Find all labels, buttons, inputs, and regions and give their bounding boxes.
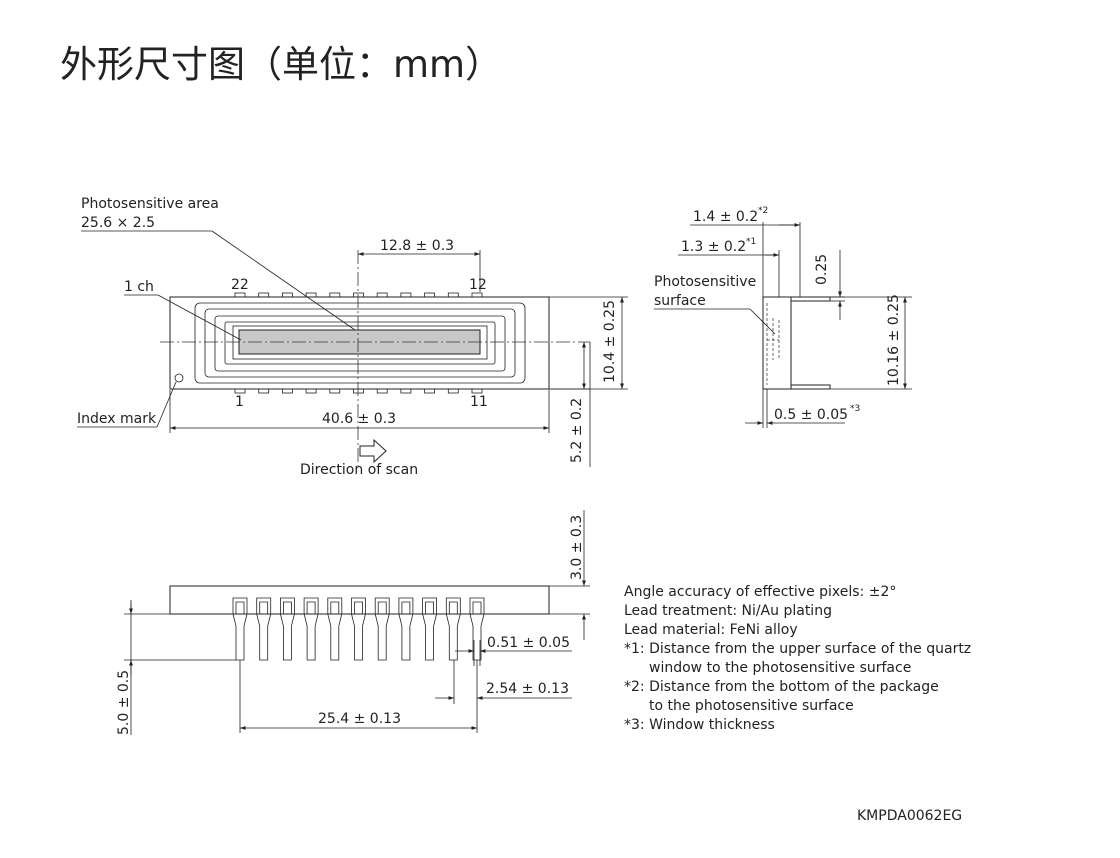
- dim-width-text: 10.4 ± 0.25: [602, 300, 618, 383]
- bottom-pin: [281, 388, 293, 394]
- dim-1-3-note: *1: [746, 237, 756, 247]
- bottom-pin: [424, 388, 436, 394]
- note-line-7: to the photosensitive surface: [649, 698, 854, 714]
- note-line-8: *3: Window thickness: [624, 717, 775, 733]
- top-pin: [281, 292, 293, 298]
- note-line-5: window to the photosensitive surface: [649, 660, 911, 676]
- dim-1-4-note: *2: [758, 206, 768, 216]
- top-pin: [424, 292, 436, 298]
- dim-pitch-text: 2.54 ± 0.13: [486, 681, 569, 697]
- bottom-pin: [258, 388, 270, 394]
- top-pin: [258, 292, 270, 298]
- note-line-1: Angle accuracy of effective pixels: ±2°: [624, 584, 896, 600]
- window-frame-4: [224, 321, 496, 365]
- top-pin: [471, 292, 483, 298]
- front-lead: [422, 597, 437, 661]
- note-line-3: Lead material: FeNi alloy: [624, 622, 798, 638]
- dim-1-4-text: 1.4 ± 0.2: [693, 209, 758, 225]
- window-frame-outer: [194, 302, 526, 384]
- bottom-pin: [471, 388, 483, 394]
- front-lead: [327, 597, 343, 661]
- front-lead: [256, 597, 272, 661]
- front-lead: [351, 597, 366, 661]
- dim-lead-width-text: 0.51 ± 0.05: [487, 635, 570, 651]
- ch1-leader-2: [157, 294, 242, 341]
- bottom-pin: [447, 388, 459, 394]
- top-pin: [400, 292, 412, 298]
- photosensitive-area-size: 25.6 × 2.5: [81, 215, 155, 231]
- direction-of-scan-arrow: [359, 438, 387, 464]
- side-lead-bottom: [791, 384, 831, 390]
- top-pins-upper: [234, 292, 483, 298]
- top-pin: [234, 292, 246, 298]
- top-view: Photosensitive area 25.6 × 2.5 1 ch 22 1…: [77, 196, 628, 478]
- direction-of-scan-label: Direction of scan: [300, 462, 418, 478]
- photosensitive-surface-leader-2: [749, 308, 776, 335]
- bottom-pin: [305, 388, 317, 394]
- drawing-code: KMPDA0062EG: [857, 808, 962, 824]
- dim-window-note: *3: [850, 404, 860, 414]
- side-package-body: [762, 296, 792, 390]
- note-line-4: *1: Distance from the upper surface of t…: [624, 641, 971, 657]
- dim-thickness-text: 3.0 ± 0.3: [569, 515, 585, 580]
- top-pin: [376, 292, 388, 298]
- dim-window-text: 0.5 ± 0.05: [774, 407, 848, 423]
- bottom-pin: [376, 388, 388, 394]
- note-line-6: *2: Distance from the bottom of the pack…: [624, 679, 939, 695]
- bottom-pin: [353, 388, 364, 394]
- pin-1-label: 1: [235, 394, 244, 410]
- note-line-2: Lead treatment: Ni/Au plating: [624, 603, 832, 619]
- photosensitive-area-label: Photosensitive area: [81, 196, 219, 212]
- front-lead: [280, 597, 295, 661]
- dim-lead-length-text: 5.0 ± 0.5: [116, 670, 132, 735]
- front-view: 3.0 ± 0.3 0.51 ± 0.05 2.54 ± 0.13 25.4 ±…: [116, 510, 590, 735]
- dim-center-text: 12.8 ± 0.3: [380, 238, 454, 254]
- index-mark-leader-2: [156, 381, 177, 428]
- top-pin: [447, 292, 459, 298]
- dim-length-text: 40.6 ± 0.3: [322, 411, 396, 427]
- bottom-pin: [234, 388, 246, 394]
- dim-height-text: 10.16 ± 0.25: [886, 294, 902, 386]
- photosensitive-surface-label-1: Photosensitive: [654, 274, 756, 290]
- front-lead: [232, 597, 248, 661]
- pin-12-label: 12: [469, 277, 487, 293]
- photosensitive-surface-label-2: surface: [654, 293, 706, 309]
- package-body: [169, 296, 550, 390]
- front-leads: [232, 597, 485, 661]
- bottom-pin: [329, 388, 341, 394]
- photosensitive-area-leader-2: [211, 230, 356, 331]
- top-pins-lower: [234, 388, 483, 394]
- side-view: Photosensitive surface 1.4 ± 0.2 *2 1.3 …: [654, 206, 912, 428]
- side-lead-top: [791, 296, 831, 302]
- dim-center-y-text: 5.2 ± 0.2: [569, 398, 585, 463]
- top-pin: [353, 292, 364, 298]
- window-frame-2: [204, 308, 516, 378]
- dim-1-3-text: 1.3 ± 0.2: [681, 239, 746, 255]
- top-pin: [329, 292, 341, 298]
- bottom-pin: [400, 388, 412, 394]
- dim-0-25-text: 0.25: [814, 254, 830, 285]
- window-frame-5: [232, 325, 488, 360]
- front-lead: [303, 597, 319, 661]
- ch1-label: 1 ch: [124, 279, 154, 295]
- pin-11-label: 11: [470, 394, 488, 410]
- index-mark-label: Index mark: [77, 411, 157, 427]
- dim-span-text: 25.4 ± 0.13: [318, 711, 401, 727]
- front-package-body: [169, 585, 550, 615]
- pin-22-label: 22: [231, 277, 249, 293]
- front-lead: [374, 597, 390, 661]
- window-frame-3: [214, 315, 506, 372]
- front-lead: [445, 597, 461, 661]
- front-lead: [398, 597, 414, 661]
- page-title: 外形尺寸图（单位：mm）: [60, 43, 502, 86]
- top-pin: [305, 292, 317, 298]
- index-mark: [174, 373, 184, 383]
- notes: Angle accuracy of effective pixels: ±2° …: [624, 584, 971, 733]
